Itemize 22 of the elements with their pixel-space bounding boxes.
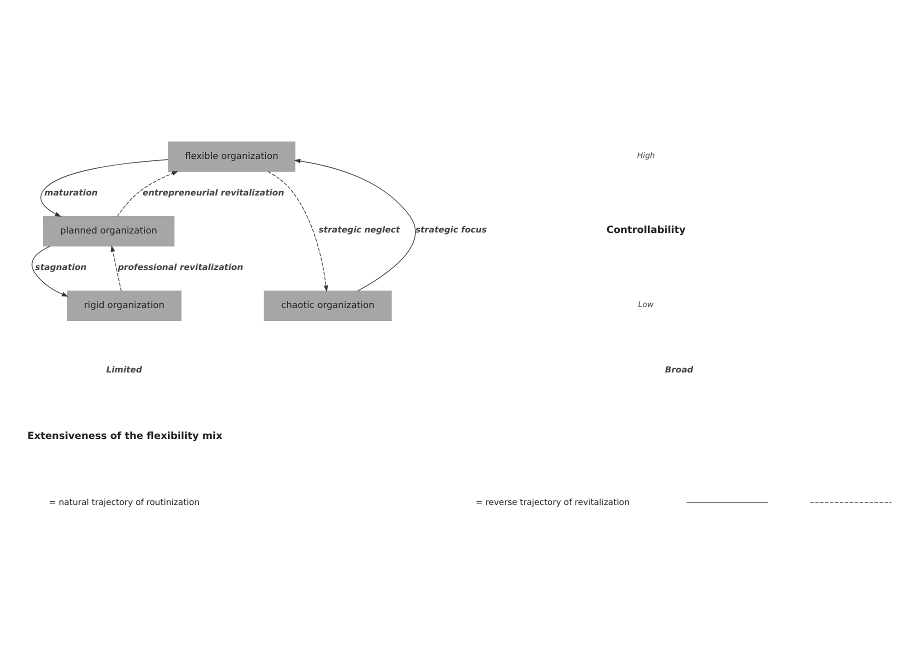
label: Limited [106, 364, 142, 375]
legend-label: = reverse trajectory of revitalization [476, 496, 630, 507]
node-box: chaotic organization [264, 290, 392, 322]
edge-label: strategic focus [415, 224, 487, 235]
edge-label: stagnation [35, 262, 87, 272]
arrow [268, 171, 328, 292]
edge-label: strategic neglect [318, 224, 400, 235]
arrow [32, 246, 68, 297]
edge-label: professional revitalization [118, 262, 244, 272]
label: Extensiveness of the flexibility mix [27, 430, 222, 442]
arrow [294, 158, 416, 292]
node-box: planned organization [42, 216, 174, 246]
arrow [117, 171, 178, 217]
edge-label: entrepreneurial revitalization [142, 187, 284, 198]
node-box: flexible organization [168, 141, 296, 172]
legend-label: = natural trajectory of routinization [48, 496, 200, 507]
label: Controllability [606, 225, 686, 236]
arrow [110, 245, 122, 292]
arrow [40, 159, 169, 217]
node-box: rigid organization [66, 290, 182, 322]
label: Broad [664, 364, 694, 375]
edge-label: maturation [44, 187, 98, 198]
